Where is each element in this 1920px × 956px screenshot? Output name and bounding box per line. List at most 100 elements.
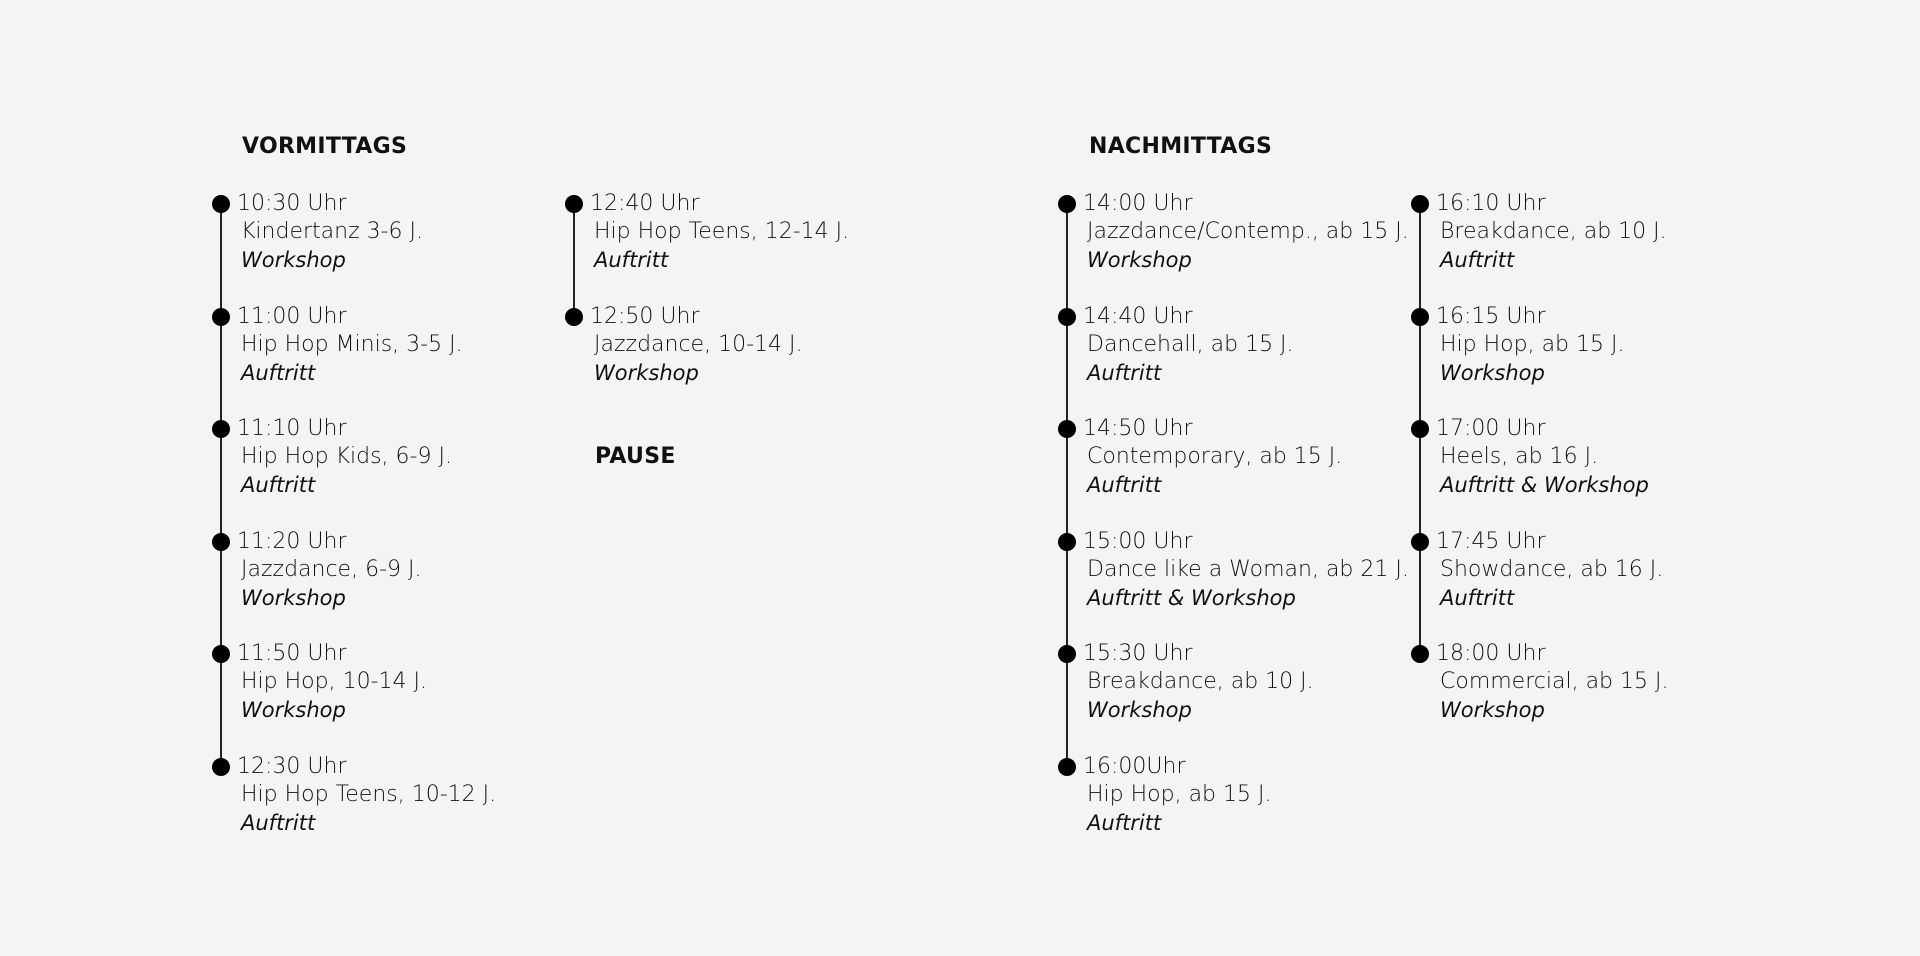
entry-type: Auftritt [594, 248, 669, 272]
entry-time: 12:50 Uhr [590, 303, 700, 329]
entry-time: 15:30 Uhr [1083, 641, 1193, 667]
timeline-dot-icon [1058, 757, 1076, 776]
entry-class-name: Hip Hop, ab 15 J. [1440, 331, 1625, 357]
entry-type: Auftritt [1440, 585, 1515, 610]
entry-class-name: Dance like a Woman, ab 21 J. [1087, 556, 1409, 582]
entry-class-name: Breakdance, ab 10 J. [1440, 219, 1667, 244]
entry-class-name: Contemporary, ab 15 J. [1087, 444, 1343, 470]
section-heading-pause: PAUSE [595, 444, 676, 469]
timeline-dot-icon [1058, 420, 1076, 439]
section-heading-vormittags: VORMITTAGS [242, 134, 408, 159]
entry-class-name: Hip Hop, 10-14 J. [241, 669, 427, 695]
entry-type: Workshop [241, 585, 346, 610]
timeline-dot-icon [1058, 307, 1076, 326]
entry-type: Workshop [594, 360, 699, 385]
entry-time: 11:50 Uhr [237, 641, 347, 667]
entry-time: 14:00 Uhr [1083, 191, 1193, 216]
timeline-connector-line [573, 204, 575, 317]
timeline-connector-line [220, 204, 222, 317]
entry-time: 10:30 Uhr [237, 191, 347, 216]
timeline-connector-line [220, 654, 222, 767]
entry-type: Auftritt & Workshop [1087, 585, 1296, 610]
timeline-connector-line [1066, 654, 1068, 767]
entry-class-name: Hip Hop Teens, 12-14 J. [594, 219, 850, 244]
entry-class-name: Heels, ab 16 J. [1440, 444, 1599, 470]
entry-type: Auftritt & Workshop [1440, 473, 1649, 498]
timeline-dot-icon [212, 307, 230, 326]
entry-time: 16:15 Uhr [1436, 303, 1546, 329]
section-heading-nachmittags: NACHMITTAGS [1089, 134, 1273, 159]
timeline-dot-icon [212, 757, 230, 776]
entry-class-name: Dancehall, ab 15 J. [1087, 331, 1294, 357]
entry-type: Workshop [1087, 698, 1192, 723]
entry-type: Workshop [241, 698, 346, 723]
entry-type: Auftritt [1087, 360, 1162, 385]
timeline-dot-icon [1058, 532, 1076, 551]
entry-class-name: Hip Hop Minis, 3-5 J. [241, 331, 463, 357]
entry-class-name: Hip Hop, ab 15 J. [1087, 781, 1272, 807]
entry-class-name: Jazzdance/Contemp., ab 15 J. [1087, 219, 1409, 244]
timeline-dot-icon [1058, 645, 1076, 664]
timeline-connector-line [220, 316, 222, 430]
timeline-dot-icon [1058, 195, 1076, 213]
entry-time: 14:50 Uhr [1083, 416, 1193, 442]
entry-type: Workshop [241, 248, 346, 272]
timeline-dot-icon [1411, 645, 1429, 664]
entry-class-name: Commercial, ab 15 J. [1440, 669, 1669, 695]
entry-time: 12:40 Uhr [590, 191, 700, 216]
entry-type: Workshop [1087, 248, 1192, 272]
timeline-dot-icon [1411, 307, 1429, 326]
entry-class-name: Kindertanz 3-6 J. [241, 219, 424, 244]
entry-time: 14:40 Uhr [1083, 303, 1193, 329]
entry-time: 16:10 Uhr [1436, 191, 1546, 216]
timeline-connector-line [1419, 204, 1421, 317]
timeline-dot-icon [1411, 420, 1429, 439]
entry-class-name: Jazzdance, 6-9 J. [241, 556, 422, 582]
entry-time: 15:00 Uhr [1083, 528, 1193, 554]
entry-class-name: Breakdance, ab 10 J. [1087, 669, 1314, 695]
entry-type: Auftritt [1087, 473, 1162, 498]
entry-class-name: Hip Hop Kids, 6-9 J. [241, 444, 452, 470]
entry-type: Auftritt [1440, 248, 1515, 272]
timeline-dot-icon [565, 195, 583, 213]
timeline-connector-line [220, 541, 222, 655]
entry-class-name: Showdance, ab 16 J. [1440, 556, 1664, 582]
entry-time: 17:45 Uhr [1436, 528, 1546, 554]
entry-time: 12:30 Uhr [237, 753, 347, 779]
timeline-dot-icon [565, 307, 583, 326]
timeline-connector-line [1419, 316, 1421, 430]
timeline-connector-line [220, 429, 222, 542]
timeline-dot-icon [212, 420, 230, 439]
timeline-connector-line [1066, 429, 1068, 542]
timeline-dot-icon [1411, 195, 1429, 213]
entry-class-name: Jazzdance, 10-14 J. [594, 331, 803, 357]
timeline-connector-line [1066, 316, 1068, 430]
timeline-dot-icon [212, 645, 230, 664]
timeline-connector-line [1419, 541, 1421, 655]
entry-type: Auftritt [241, 473, 316, 498]
timeline-dot-icon [1411, 532, 1429, 551]
entry-type: Auftritt [241, 360, 316, 385]
